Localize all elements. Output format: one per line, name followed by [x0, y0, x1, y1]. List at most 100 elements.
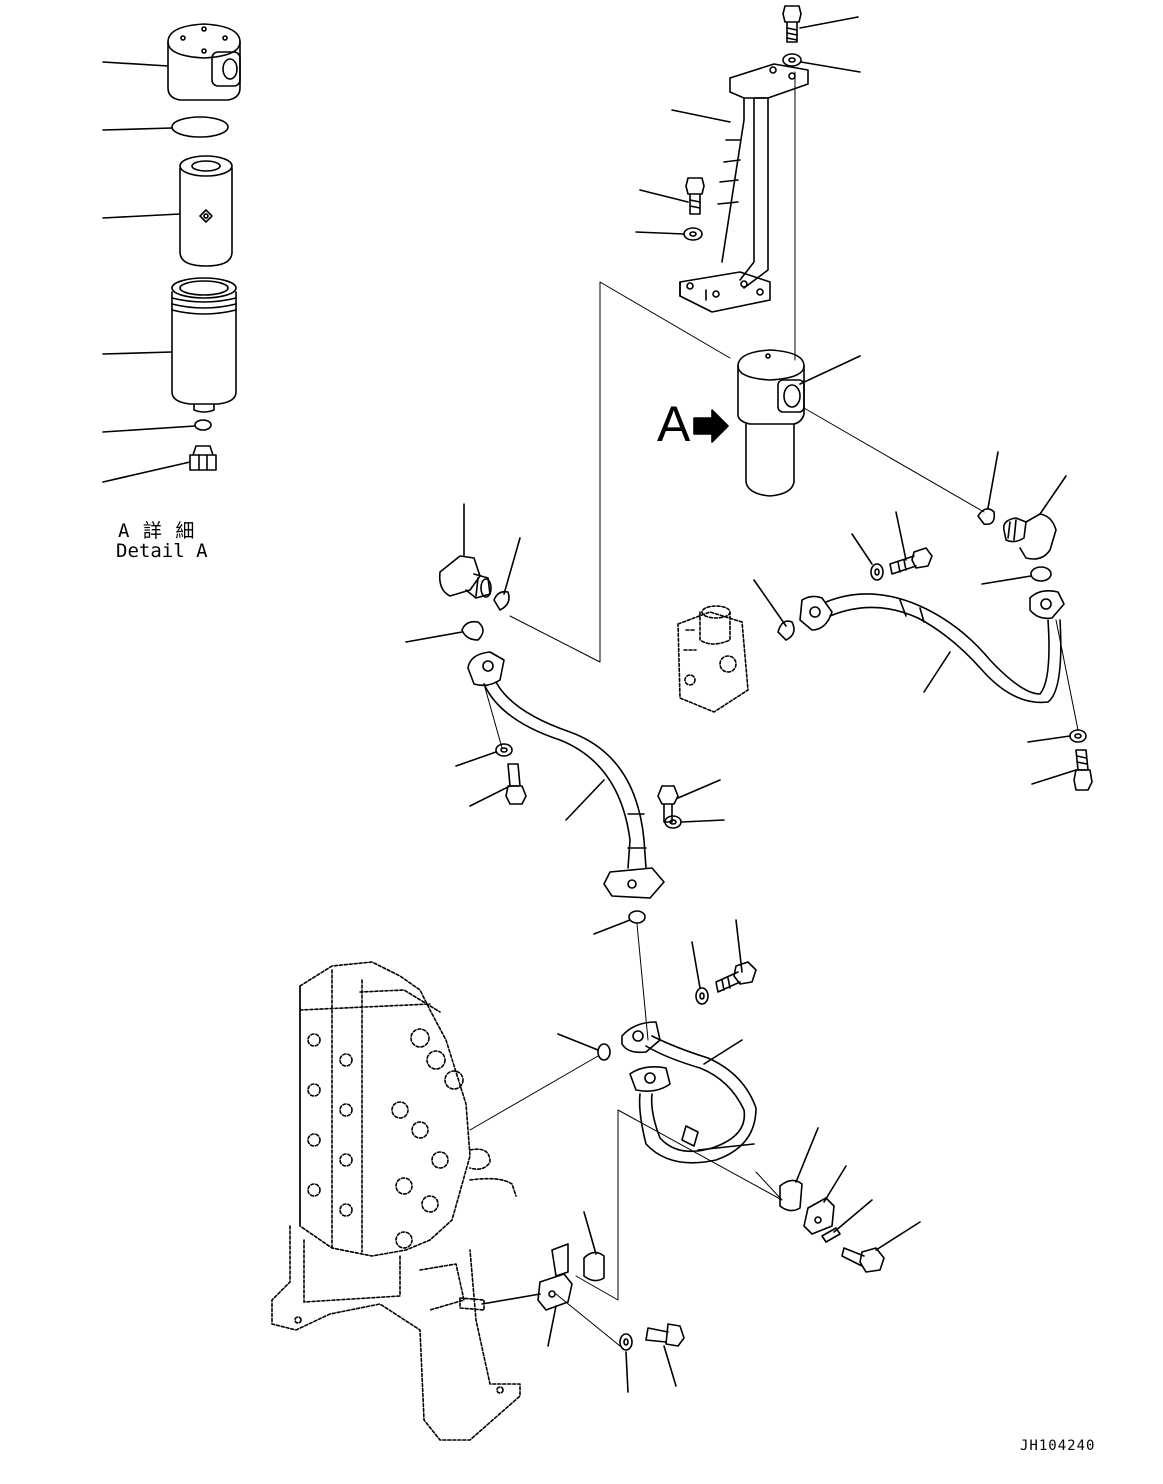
leader-line: [875, 1221, 921, 1251]
washer-right-bottom: [1069, 729, 1087, 743]
guide-line: [483, 683, 503, 749]
leader-line: [923, 651, 951, 693]
pipe-lower: [621, 1021, 757, 1164]
drawing-number: JH104240: [1020, 1438, 1096, 1454]
leader-line: [691, 941, 701, 989]
leader-line: [753, 579, 787, 627]
control-valve: [299, 961, 517, 1257]
bolt-top: [782, 5, 802, 43]
detail-label-english: Detail A: [116, 540, 208, 562]
detail-a-filter-head: [167, 23, 241, 101]
filter-assembly: [737, 349, 805, 497]
leader-line: [635, 231, 685, 235]
washer-lower: [695, 987, 709, 1005]
guide-line: [555, 1293, 621, 1347]
bolt-right-bottom: [1073, 749, 1093, 791]
o-ring-valve: [597, 1043, 611, 1061]
detail-a-filter-element: [179, 155, 233, 267]
leader-line: [102, 425, 196, 433]
leader-line: [671, 109, 731, 123]
leader-line: [405, 631, 463, 643]
washer-left: [495, 743, 513, 757]
bolt-pump: [889, 547, 933, 575]
washer-bracket: [683, 227, 703, 241]
leader-line: [1031, 769, 1077, 785]
pump-body: [677, 605, 749, 713]
o-ring-left-1: [493, 590, 510, 611]
guide-line: [575, 1109, 783, 1301]
leader-line: [1039, 475, 1067, 515]
clamp-bracket-left: [537, 1243, 573, 1311]
clamp-left: [583, 1251, 605, 1282]
spacer-right: [821, 1227, 841, 1243]
o-ring-right: [1030, 566, 1052, 582]
bolt-left: [505, 763, 527, 805]
leader-line: [639, 189, 689, 203]
guide-line: [803, 407, 985, 513]
leader-line: [663, 1345, 677, 1387]
washer-clamp-left: [619, 1333, 633, 1351]
leader-line: [735, 919, 743, 973]
leader-line: [703, 1039, 743, 1065]
guide-line: [636, 923, 649, 1041]
leader-line: [481, 1293, 541, 1305]
washer-top: [782, 53, 802, 67]
leader-line: [469, 785, 511, 807]
leader-line: [593, 919, 631, 935]
leader-line: [583, 1211, 597, 1255]
leader-line: [823, 1165, 847, 1203]
detail-a-o-ring: [171, 116, 229, 138]
o-ring-pump: [777, 620, 795, 641]
bolt-mid: [657, 785, 679, 823]
detail-a-drain-plug: [189, 445, 217, 471]
bolt-bracket: [685, 177, 705, 215]
leader-line: [697, 1143, 755, 1151]
leader-line: [987, 451, 999, 509]
leader-line: [981, 575, 1032, 585]
elbow-fitting-left: [438, 555, 492, 599]
guide-line: [469, 1055, 599, 1131]
leader-line: [102, 461, 191, 483]
leader-line: [799, 355, 861, 385]
detail-a-filter-case: [171, 277, 237, 413]
leader-line: [1027, 735, 1071, 743]
leader-line: [851, 533, 873, 565]
washer-pump: [870, 563, 884, 581]
view-marker-label: A: [657, 396, 691, 452]
leader-line: [565, 779, 605, 821]
leader-line: [800, 61, 861, 73]
bolt-clamp-right: [841, 1247, 885, 1273]
washer-mid: [664, 815, 682, 829]
leader-line: [557, 1033, 599, 1051]
leader-line: [833, 1199, 873, 1233]
o-ring-right-top: [977, 508, 996, 526]
leader-line: [895, 511, 907, 561]
guide-line: [1055, 619, 1079, 731]
clamp-bracket-right: [803, 1197, 835, 1235]
leader-line: [547, 1305, 557, 1347]
guide-line: [509, 281, 731, 663]
valve-stand: [271, 1225, 521, 1441]
leader-line: [102, 213, 181, 219]
leader-line: [102, 61, 169, 67]
detail-a-small-o-ring: [194, 419, 212, 431]
leader-line: [799, 16, 859, 29]
clamp-right: [779, 1179, 803, 1212]
hose-left: [467, 651, 665, 899]
leader-line: [795, 1127, 819, 1183]
leader-line: [102, 127, 173, 131]
o-ring-lower: [628, 910, 646, 924]
hose-right: [799, 590, 1065, 704]
leader-line: [102, 351, 173, 355]
leader-line: [455, 751, 497, 767]
elbow-fitting-right: [1002, 513, 1057, 560]
detail-label-japanese: A 詳 細: [118, 520, 196, 542]
view-arrow: [693, 409, 729, 443]
bolt-clamp-left: [645, 1323, 685, 1347]
leader-line: [681, 819, 725, 823]
o-ring-left-2: [461, 620, 484, 641]
leader-line: [625, 1351, 629, 1393]
leader-line: [503, 537, 521, 595]
bolt-lower: [715, 961, 757, 993]
